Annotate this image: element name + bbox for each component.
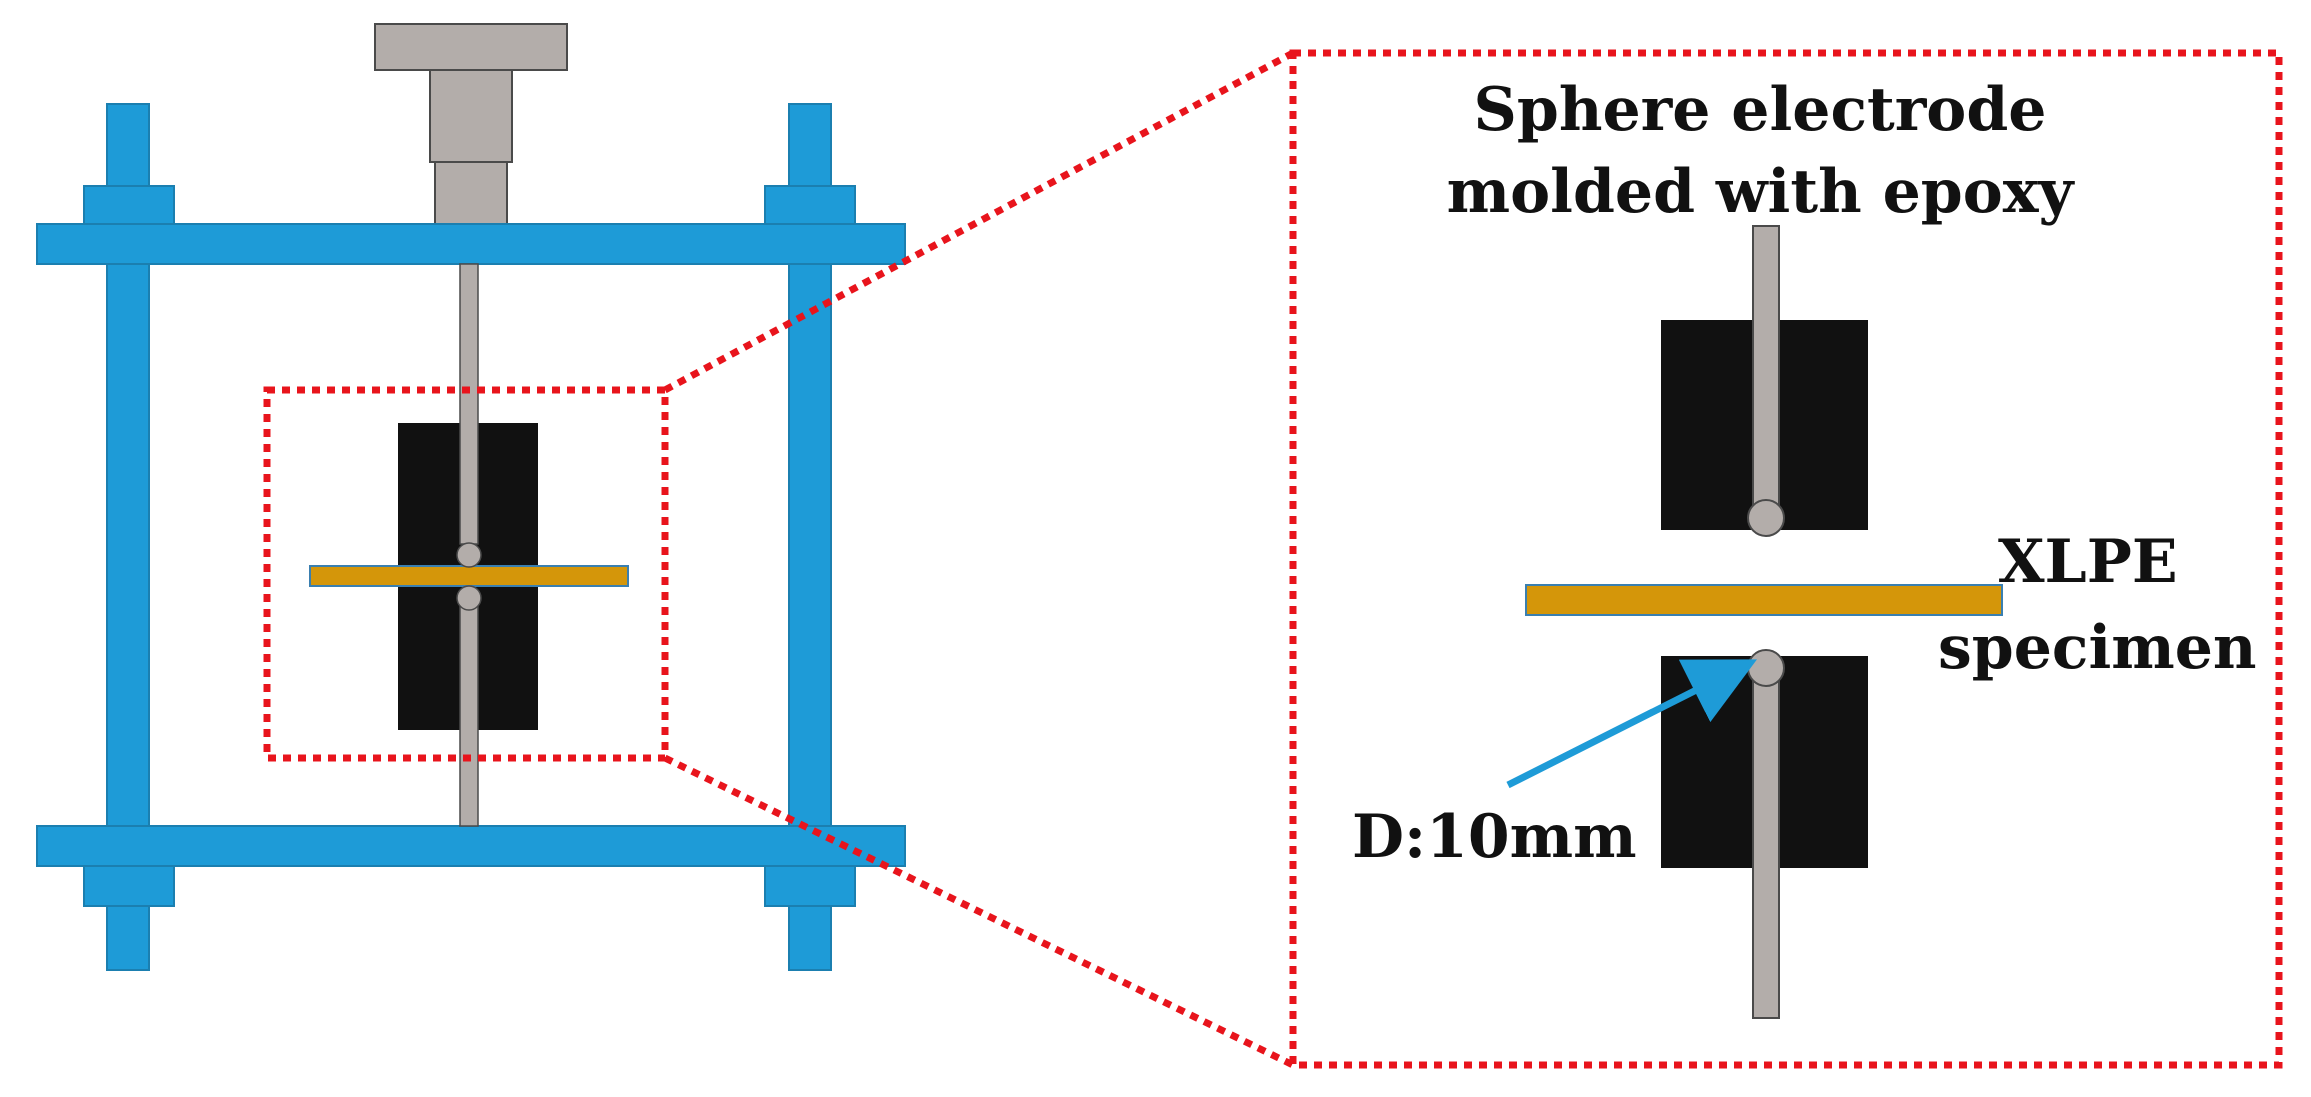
electrode-label-line1: Sphere electrode [1474,75,2047,145]
specimen-label-line2: specimen [1938,613,2257,683]
rod-upper [1752,225,1780,517]
electrode-label-line2: molded with epoxy [1447,157,2076,227]
frame-bar-bottom [36,825,906,867]
frame-nut-top-right [764,185,856,225]
frame-nut-bottom-right [764,865,856,907]
specimen-label-line1: XLPE [1998,527,2178,597]
sphere-lower-small [456,585,482,611]
top-screw-knob [374,23,568,225]
diameter-label: D:10mm [1352,802,1637,872]
zoom-connector-top [663,49,1295,394]
sphere-electrode-upper [1747,499,1785,537]
rod-lower [1752,681,1780,1019]
rod-lower-small [459,595,479,827]
specimen-small [309,565,629,587]
zoom-connector-bottom [663,754,1295,1069]
sphere-upper-small [456,542,482,568]
arrow-pointer-icon [1506,659,1757,789]
frame-nut-bottom-left [83,865,175,907]
frame-nut-top-left [83,185,175,225]
zoom-box-small [263,386,669,762]
sphere-electrode-lower [1747,649,1785,687]
rod-upper-small [459,263,479,545]
xlpe-specimen [1525,584,2003,616]
test-fixture [36,23,906,971]
zoom-detail: Sphere electrode molded with epoxy XLPE … [1289,49,2283,1069]
zoom-box-large [1289,49,2283,1069]
frame-bar-top [36,223,906,265]
support-frame [36,103,906,971]
